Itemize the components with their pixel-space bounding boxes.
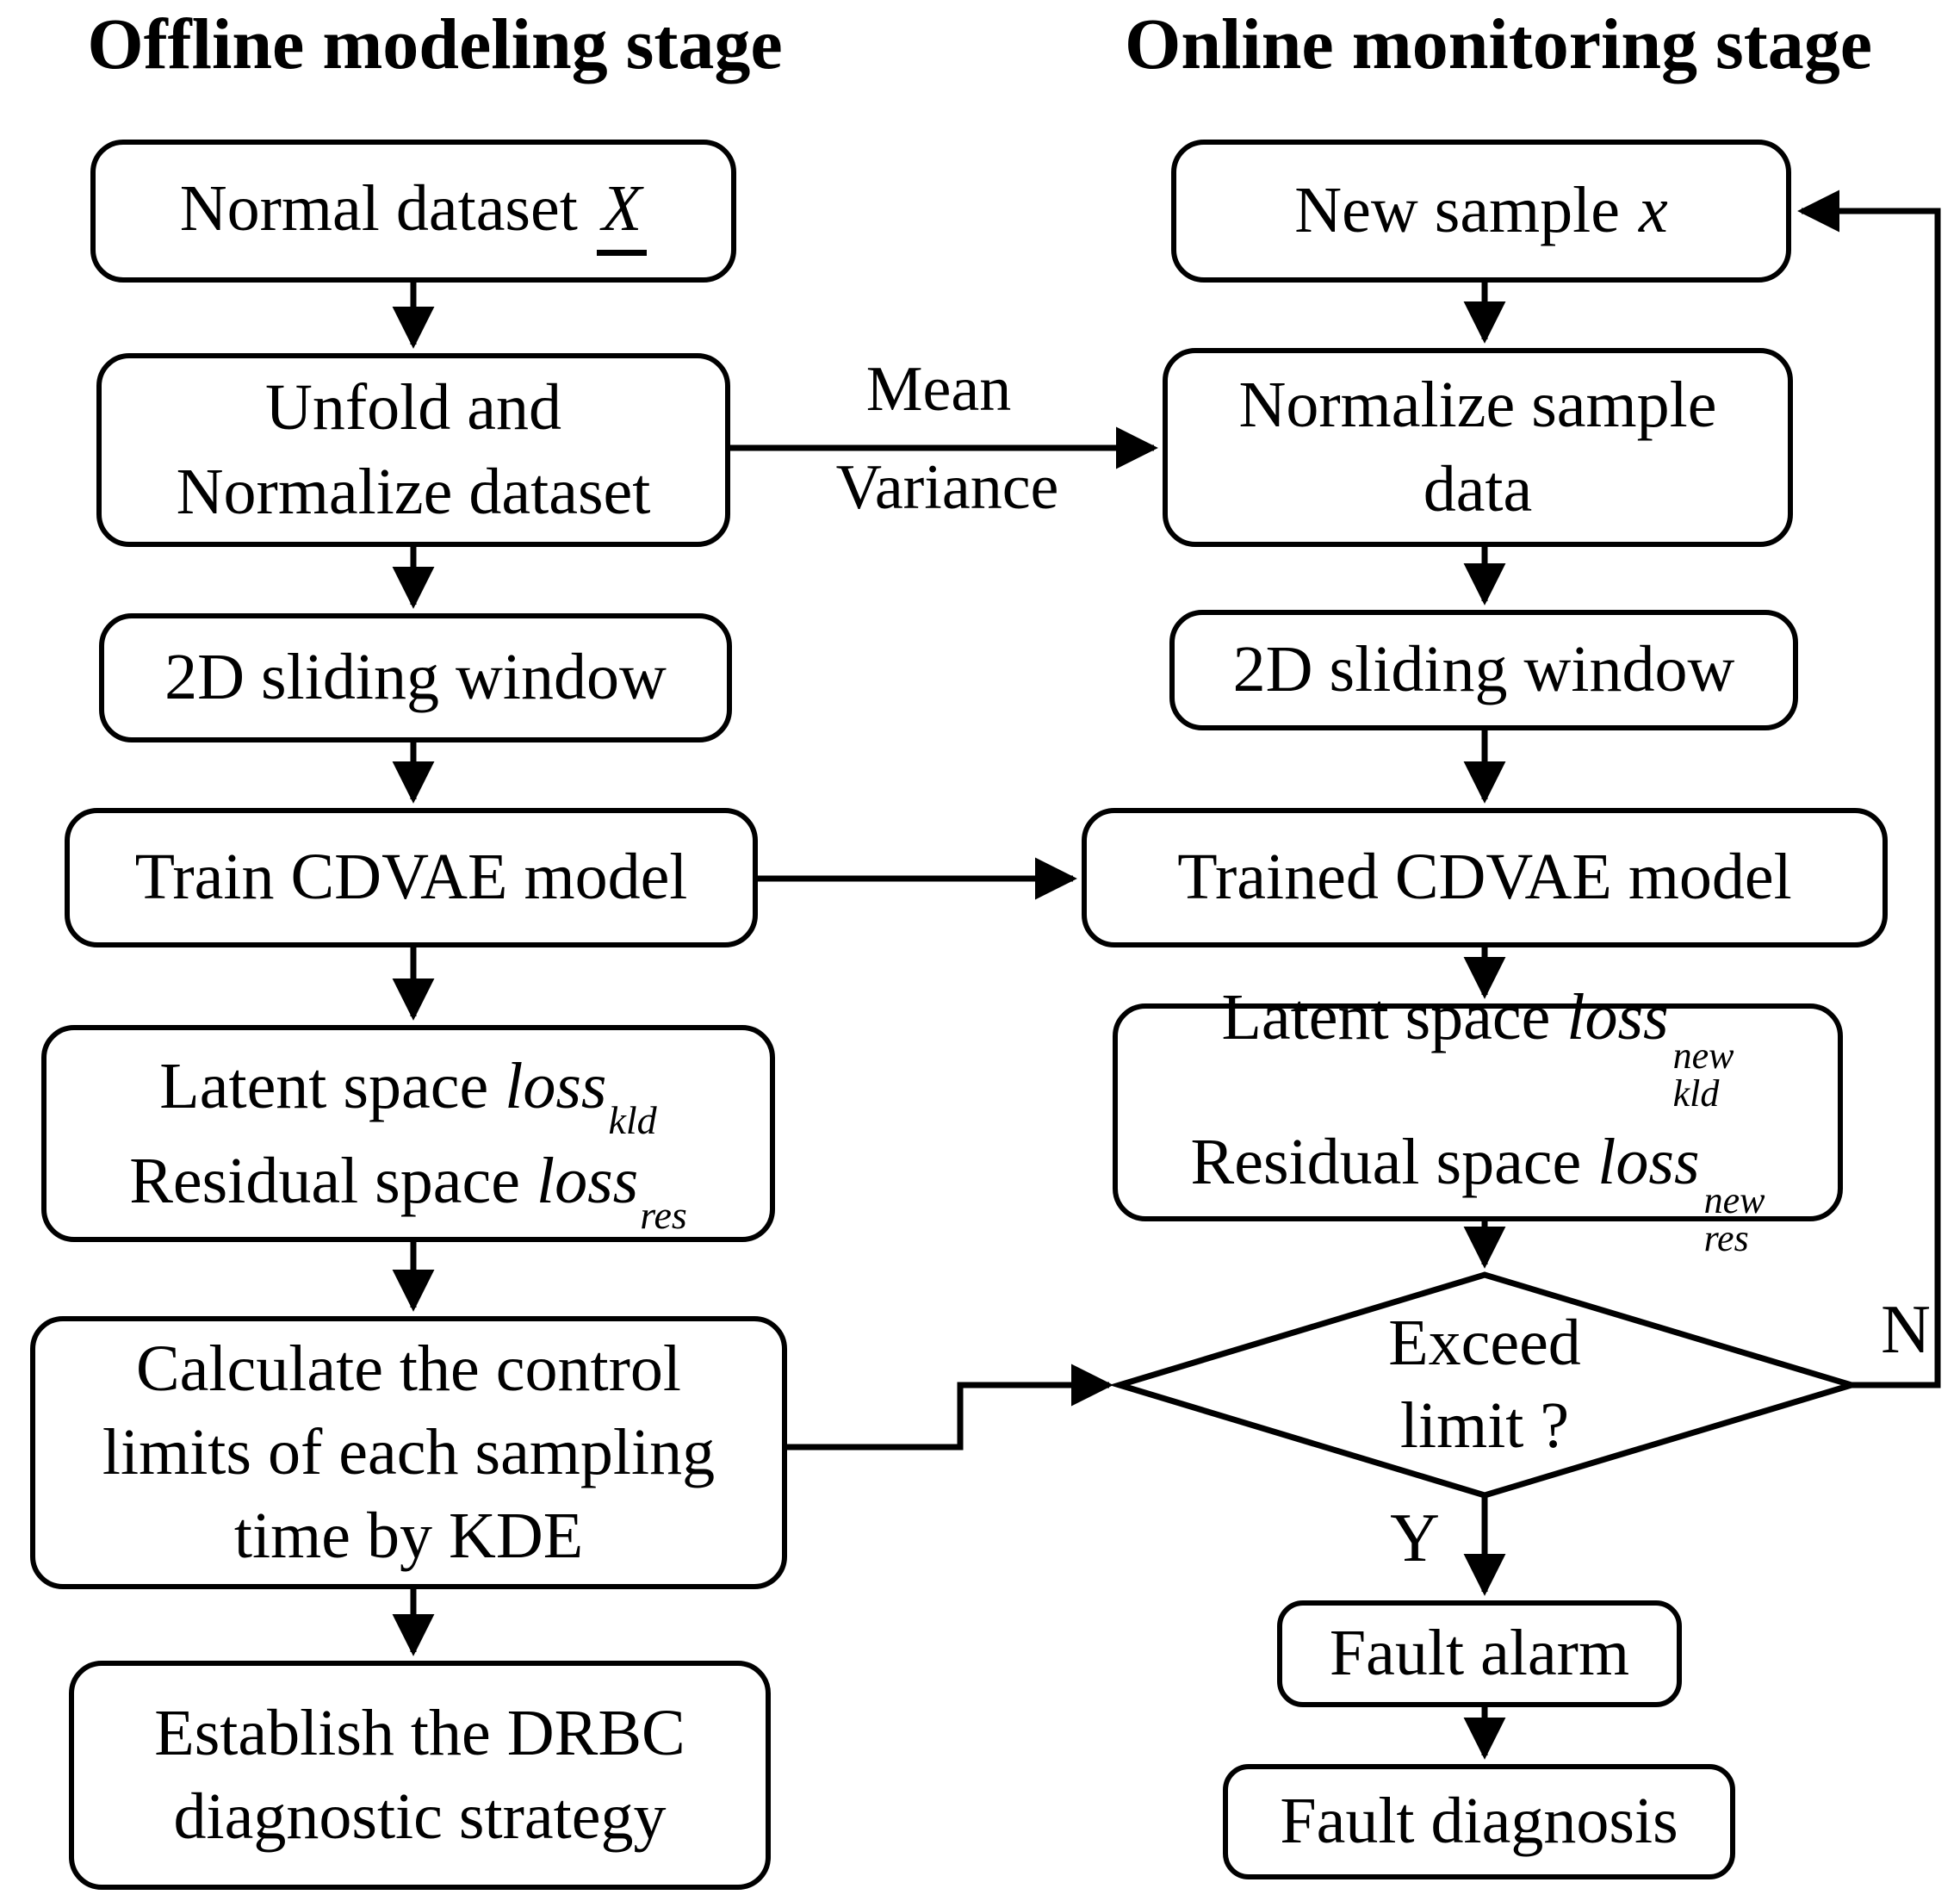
unfold-line1: Unfold and (264, 371, 562, 444)
node-fault-diagnosis: Fault diagnosis (1223, 1764, 1735, 1879)
offline-stage-title: Offline modeling stage (87, 4, 783, 84)
sample-symbol-x: x (1639, 174, 1668, 247)
residual-space-new-label: Residual space (1190, 1125, 1582, 1198)
kde-line2: limits of each sampling (102, 1415, 716, 1488)
node-trained-cdvae: Trained CDVAE model (1082, 808, 1888, 947)
residual-space-label: Residual space (129, 1145, 520, 1217)
new-sample-label: New sample (1294, 174, 1621, 247)
edge-label-variance: Variance (835, 452, 1059, 523)
loss-res-new-subscript: res (1703, 1216, 1749, 1259)
loss-res-new-superscript: new (1703, 1178, 1765, 1221)
node-train-cdvae: Train CDVAE model (65, 808, 758, 947)
edge-decision-no-loop (1797, 189, 1941, 1388)
normalize-line1: Normalize sample (1238, 369, 1717, 442)
online-stage-title: Online monitoring stage (1124, 4, 1872, 84)
normalize-line2: data (1423, 452, 1533, 525)
trained-cdvae-label: Trained CDVAE model (1177, 841, 1792, 914)
latent-space-new-label: Latent space (1221, 980, 1551, 1053)
node-drbc-strategy: Establish the DRBC diagnostic strategy (69, 1661, 771, 1890)
fault-diagnosis-label: Fault diagnosis (1280, 1785, 1678, 1858)
sliding-window-online-label: 2D sliding window (1232, 633, 1735, 706)
node-fault-alarm: Fault alarm (1277, 1600, 1682, 1707)
sliding-window-offline-label: 2D sliding window (164, 641, 667, 714)
latent-space-label: Latent space (159, 1049, 489, 1122)
decision-line2: limit ? (1399, 1388, 1570, 1462)
loss-res-symbol: loss (536, 1145, 639, 1217)
edge-label-yes: Y (1390, 1500, 1440, 1576)
loss-kld-new-superscript: new (1672, 1034, 1734, 1077)
node-loss-offline: Latent space losskld Residual space loss… (41, 1025, 775, 1242)
loss-kld-new-subscript: kld (1672, 1072, 1720, 1115)
loss-kld-new-symbol: loss (1566, 980, 1669, 1053)
node-exceed-limit-decision: Exceed limit ? (1269, 1302, 1700, 1468)
fault-alarm-label: Fault alarm (1329, 1617, 1630, 1690)
edge-label-no: N (1881, 1292, 1931, 1368)
kde-line3: time by KDE (233, 1500, 584, 1573)
edge-kde-to-decision (787, 1364, 1113, 1451)
node-sliding-window-offline: 2D sliding window (99, 613, 732, 742)
loss-kld-symbol: loss (505, 1049, 607, 1122)
decision-line1: Exceed (1388, 1307, 1581, 1379)
loss-kld-subscript: kld (608, 1097, 657, 1142)
normal-dataset-label: Normal dataset (179, 171, 578, 245)
decision-diamond (1108, 1271, 1863, 1499)
node-normalize-sample: Normalize sample data (1163, 348, 1793, 547)
unfold-line2: Normalize dataset (176, 455, 651, 528)
loss-res-new-symbol: loss (1597, 1125, 1700, 1198)
edge-label-mean: Mean (865, 354, 1012, 425)
train-cdvae-label: Train CDVAE model (134, 841, 688, 914)
loss-res-subscript: res (640, 1193, 687, 1237)
node-unfold-normalize: Unfold and Normalize dataset (96, 353, 730, 547)
kde-line1: Calculate the control (135, 1332, 682, 1405)
node-kde-limits: Calculate the control limits of each sam… (30, 1316, 787, 1589)
drbc-line1: Establish the DRBC (154, 1696, 685, 1769)
dataset-symbol-X: X (596, 176, 648, 256)
node-sliding-window-online: 2D sliding window (1169, 610, 1798, 730)
drbc-line2: diagnostic strategy (173, 1780, 667, 1853)
